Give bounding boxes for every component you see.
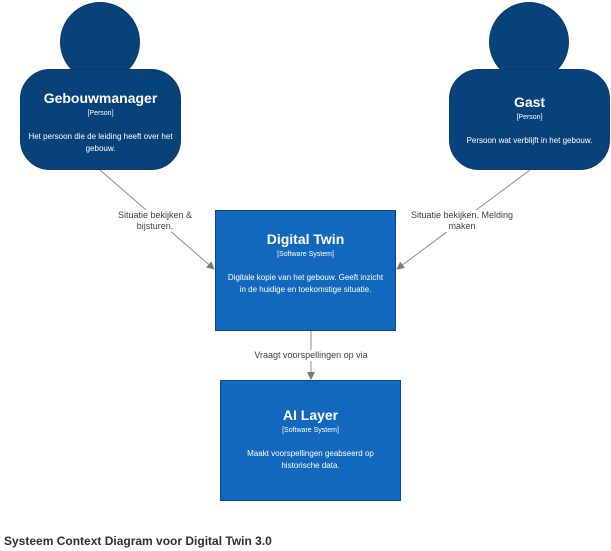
gebouwmanager-type: [Person] <box>87 110 114 117</box>
gebouwmanager-node[interactable]: Gebouwmanager [Person] Het persoon die d… <box>20 69 181 170</box>
digital-twin-type: [Software System] <box>277 251 334 258</box>
gast-description: Persoon wat verblijft in het gebouw. <box>466 136 593 145</box>
digital-twin-title: Digital Twin <box>266 231 345 247</box>
ai-layer-title: AI Layer <box>282 407 339 423</box>
digital-twin-node[interactable]: Digital Twin [Software System] Digitale … <box>215 210 396 331</box>
diagram-caption: Systeem Context Diagram voor Digital Twi… <box>4 534 272 548</box>
edge-label-gebouwmanager: Situatie bekijken & bijsturen. <box>104 210 206 232</box>
ai-layer-type: [Software System] <box>282 427 339 434</box>
gebouwmanager-description: Het persoon die de leiding heeft over he… <box>28 132 173 153</box>
gast-node[interactable]: Gast [Person] Persoon wat verblijft in h… <box>449 69 610 170</box>
edge-label-ai-layer: Vraagt voorspellingen op via <box>236 350 386 361</box>
gebouwmanager-title: Gebouwmanager <box>43 90 158 106</box>
gebouwmanager-head <box>60 2 140 82</box>
ai-layer-description: Maakt voorspellingen geabseerd op histor… <box>247 449 374 470</box>
gast-type: [Person] <box>516 114 543 121</box>
ai-layer-node[interactable]: AI Layer [Software System] Maakt voorspe… <box>220 380 401 501</box>
gast-title: Gast <box>513 94 546 110</box>
edge-label-gast: Situatie bekijken. Melding maken <box>410 210 514 232</box>
digital-twin-description: Digitale kopie van het gebouw. Geeft inz… <box>227 273 384 294</box>
